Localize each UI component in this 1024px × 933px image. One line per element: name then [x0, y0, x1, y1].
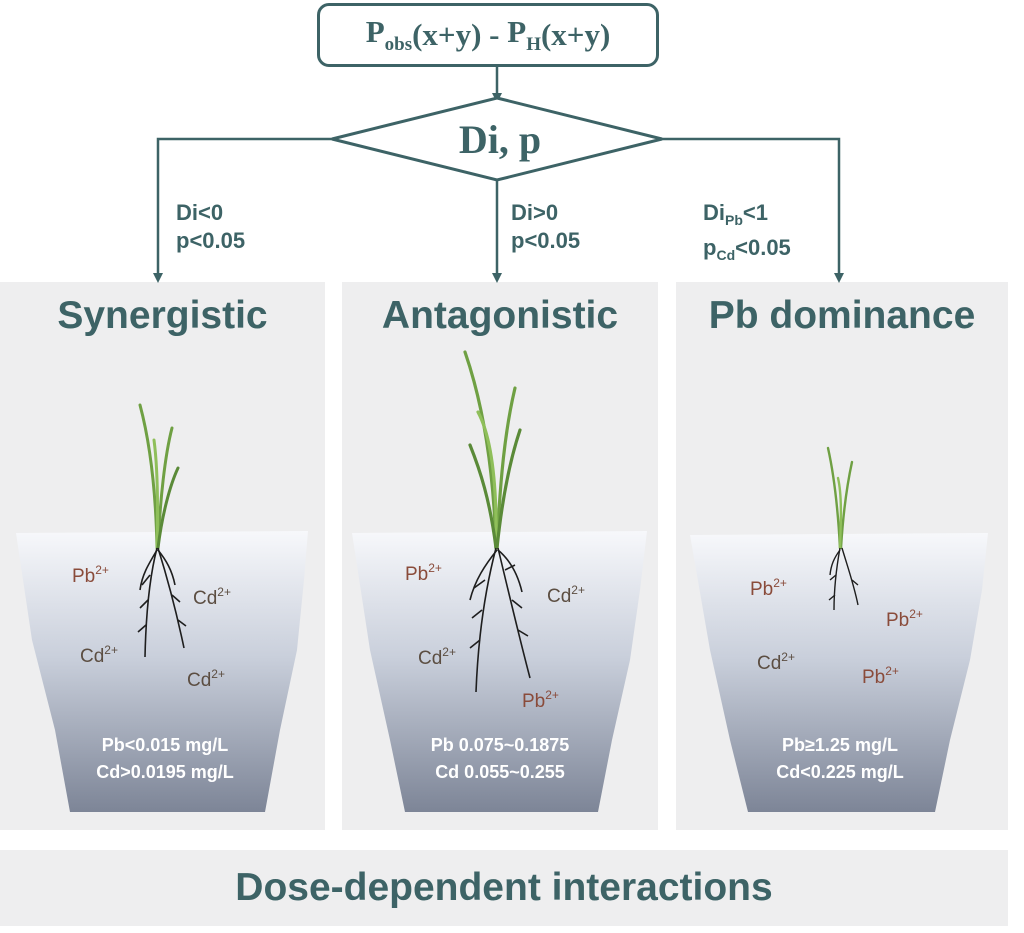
formula-p-obs: Pobs	[365, 14, 413, 55]
plant-synergistic	[137, 403, 187, 658]
footer-banner: Dose-dependent interactions	[0, 850, 1008, 926]
title-synergistic: Synergistic	[57, 294, 268, 337]
condition-right: DiPb<1 pCd<0.05	[703, 200, 791, 263]
pot-synergistic	[16, 531, 308, 812]
arrow-left-branch	[153, 137, 332, 283]
title-antagonistic: Antagonistic	[381, 294, 619, 337]
condition-left: Di<0 p<0.05	[176, 200, 246, 253]
ion-label: Cd2+	[80, 643, 118, 667]
conc-synergistic: Pb<0.015 mg/L Cd>0.0195 mg/L	[96, 735, 234, 782]
ion-label: Pb2+	[750, 576, 787, 600]
pot-antagonistic	[352, 531, 647, 812]
ion-label: Pb2+	[886, 607, 923, 631]
arrow-right-branch	[662, 137, 844, 283]
title-pb-dominance: Pb dominance	[708, 294, 976, 337]
ion-label: Cd2+	[187, 667, 225, 691]
pot-pb-dominance	[690, 533, 988, 812]
plant-pb-dominance	[826, 446, 859, 611]
ion-label: Cd2+	[418, 645, 456, 669]
conc-antagonistic: Pb 0.075~0.1875 Cd 0.055~0.255	[430, 735, 570, 782]
condition-middle: Di>0 p<0.05	[511, 200, 581, 253]
ion-label: Pb2+	[72, 563, 109, 587]
ion-label: Pb2+	[522, 688, 559, 712]
formula-p-h: PH	[507, 14, 541, 55]
ion-label: Cd2+	[547, 583, 585, 607]
formula-xy-2: (x+y)	[540, 17, 611, 52]
footer-label: Dose-dependent interactions	[235, 866, 773, 909]
ion-label: Cd2+	[193, 585, 231, 609]
formula-xy-1: (x+y) -	[412, 17, 508, 52]
plant-antagonistic	[463, 350, 531, 693]
ion-label: Pb2+	[405, 561, 442, 585]
decision-label: Di, p	[458, 117, 542, 162]
conc-pb-dominance: Pb≥1.25 mg/L Cd<0.225 mg/L	[776, 735, 904, 782]
ion-label: Pb2+	[862, 664, 899, 688]
formula-box: Pobs(x+y) - PH(x+y)	[317, 3, 659, 67]
ion-label: Cd2+	[757, 650, 795, 674]
